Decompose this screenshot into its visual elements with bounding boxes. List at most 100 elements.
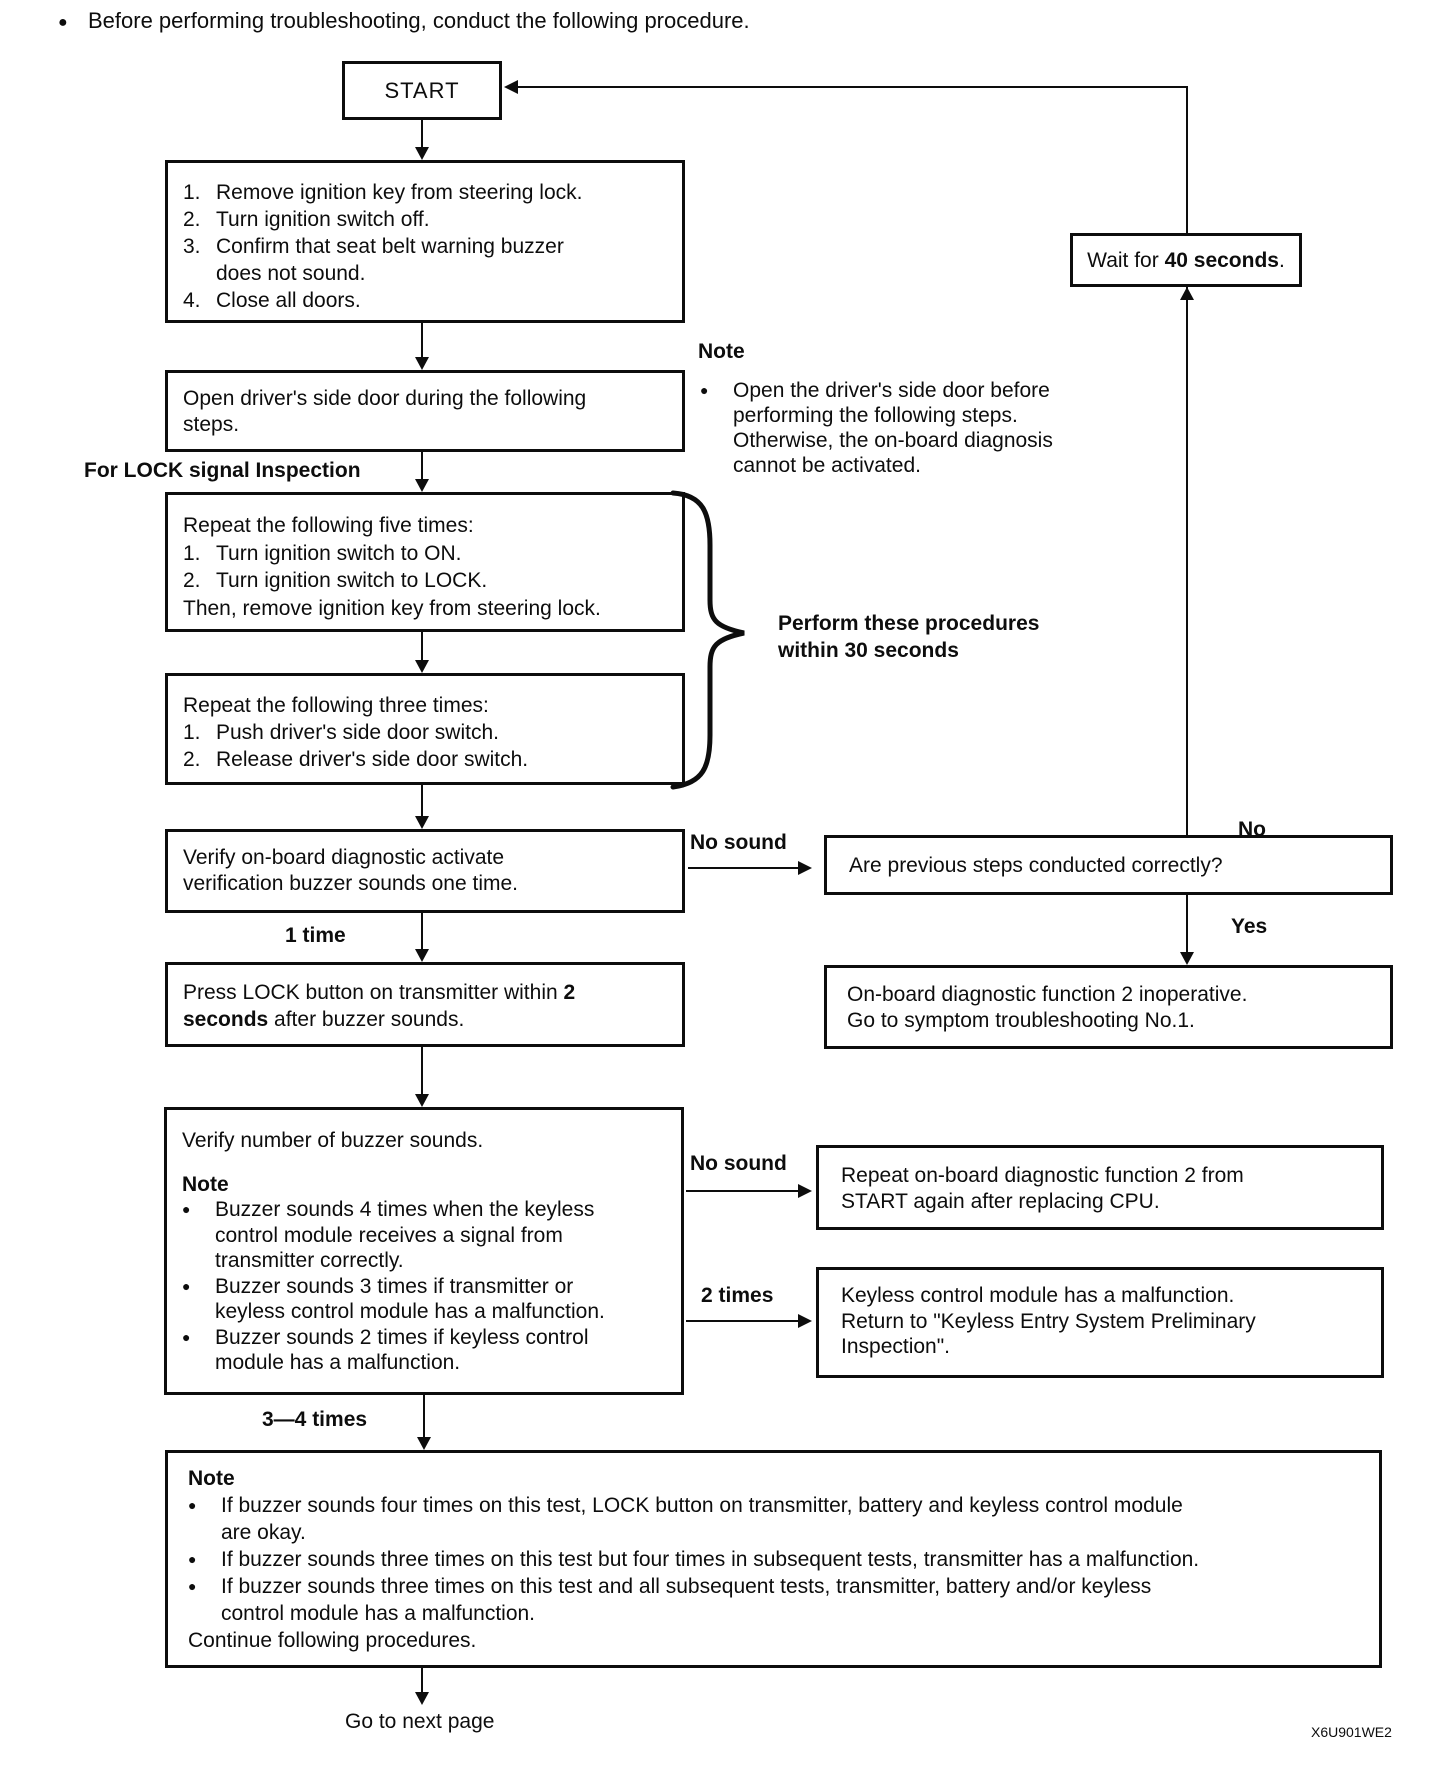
side-note: ● Open the driver's side door before per… [700, 378, 1053, 478]
buzzer-2-times-line: Buzzer sounds 2 times if keyless control [215, 1325, 589, 1349]
arrowhead-nosound2 [798, 1184, 812, 1198]
edge-note-to-next [421, 1668, 423, 1693]
two-times-label: 2 times [701, 1284, 774, 1307]
bullet-icon: ● [188, 1551, 197, 1567]
perform-30s-label-line2: within 30 seconds [778, 639, 959, 662]
arrowhead-into-wait [1180, 287, 1194, 300]
edge-nosound1 [688, 867, 798, 869]
bottom-note-footer: Continue following procedures. [188, 1629, 477, 1652]
press-lock-line2: after buzzer sounds. [268, 1008, 465, 1031]
buzzer-4-times-line: control module receives a signal from [215, 1223, 563, 1247]
onboard-inop-line2: Go to symptom troubleshooting No.1. [847, 1009, 1195, 1032]
step-text: Push driver's side door switch. [216, 721, 499, 744]
wait-40s-text: Wait for 40 seconds. [1087, 248, 1285, 272]
verify-buzzer-line2: verification buzzer sounds one time. [183, 872, 519, 895]
repeat3-title: Repeat the following three times: [183, 694, 489, 717]
arrowhead-into-count [415, 1094, 429, 1107]
are-previous-steps-box: Are previous steps conducted correctly? [824, 835, 1393, 895]
onboard-inoperative-box: On-board diagnostic function 2 inoperati… [824, 965, 1393, 1049]
arrowhead-into-press [415, 949, 429, 962]
repeat-five-times-box: Repeat the following five times: 1. Turn … [165, 492, 685, 632]
verify-count-title: Verify number of buzzer sounds. [182, 1129, 484, 1152]
side-note-line: cannot be activated. [733, 454, 921, 477]
edge-verify-to-press [421, 913, 423, 950]
buzzer-2-times-line: module has a malfunction. [215, 1351, 461, 1374]
step-text: Confirm that seat belt warning buzzer [216, 235, 564, 258]
arrowhead-nosound1 [798, 861, 812, 875]
keyless-malf-line3: Inspection". [841, 1335, 951, 1358]
wait-40s-box: Wait for 40 seconds. [1070, 233, 1302, 287]
are-previous-text: Are previous steps conducted correctly? [849, 853, 1223, 877]
step-text-continued: does not sound. [216, 262, 366, 285]
keyless-malf-line1: Keyless control module has a malfunction… [841, 1284, 1235, 1307]
step-number: 1. [183, 541, 201, 565]
step-number: 1. [183, 181, 201, 204]
brace-30-seconds [670, 490, 745, 790]
edge-opendoor-to-repeat5 [421, 452, 423, 481]
start-node: START [342, 61, 502, 120]
bullet-icon: ● [182, 1277, 191, 1294]
press-lock-bold-seconds: seconds [183, 1008, 269, 1031]
buzzer-4-times-line: transmitter correctly. [215, 1249, 404, 1272]
side-note-line: Open the driver's side door before [733, 379, 1050, 402]
edge-wait-to-start-h [517, 86, 1188, 88]
edge-repeat5-to-repeat3 [421, 632, 423, 661]
open-door-line2: steps. [183, 413, 240, 436]
repeat-three-times-box: Repeat the following three times: 1.Push… [165, 673, 685, 785]
step-number: 2. [183, 208, 201, 231]
perform-30s-label-line1: Perform these procedures [778, 612, 1040, 635]
step-number: 2. [183, 569, 201, 592]
arrowhead-into-prep [415, 147, 429, 160]
bullet-icon: ● [188, 1497, 197, 1513]
arrowhead-into-onboard [1180, 952, 1194, 965]
edge-nosound2 [686, 1190, 798, 1192]
bullet-icon: ● [700, 382, 709, 398]
press-lock-box: Press LOCK button on transmitter within … [165, 962, 685, 1047]
verify-buzzer-box: Verify on-board diagnostic activate veri… [165, 829, 685, 913]
side-note-title: Note [698, 340, 745, 363]
verify-buzzer-count-box: Verify number of buzzer sounds. Note ● B… [164, 1107, 684, 1395]
bullet-icon: ● [182, 1328, 191, 1345]
repeat-cpu-line2: START again after replacing CPU. [841, 1190, 1160, 1213]
buzzer-4-times-line: Buzzer sounds 4 times when the keyless [215, 1198, 595, 1221]
no-sound-label-1: No sound [690, 831, 787, 854]
lock-inspection-label: For LOCK signal Inspection [84, 459, 361, 482]
no-label: No [1238, 818, 1266, 841]
page-header: ●Before performing troubleshooting, cond… [58, 8, 750, 34]
onboard-inop-line1: On-board diagnostic function 2 inoperati… [847, 983, 1248, 1006]
step-text: Remove ignition key from steering lock. [216, 181, 583, 204]
repeat-cpu-line1: Repeat on-board diagnostic function 2 fr… [841, 1164, 1244, 1187]
procedure-note-box: Note ● If buzzer sounds four times on th… [165, 1450, 1382, 1668]
verify-count-note-title: Note [182, 1172, 229, 1196]
step-number: 3. [183, 235, 201, 258]
bottom-note-bullet1-line: are okay. [221, 1521, 306, 1544]
arrowhead-goto-next [415, 1692, 429, 1705]
edge-wait-to-start-v [1186, 86, 1188, 233]
goto-next-page-label: Go to next page [345, 1710, 495, 1733]
bottom-note-bullet3-line: control module has a malfunction. [221, 1602, 536, 1625]
step-text: Turn ignition switch off. [216, 208, 430, 231]
side-note-line: Otherwise, the on-board diagnosis [733, 429, 1053, 452]
open-door-line1: Open driver's side door during the follo… [183, 387, 587, 410]
step-text: Turn ignition switch to LOCK. [216, 569, 488, 592]
prep-steps-box: 1. Remove ignition key from steering lock… [165, 160, 685, 323]
repeat5-title: Repeat the following five times: [183, 514, 474, 537]
keyless-malfunction-box: Keyless control module has a malfunction… [816, 1267, 1384, 1378]
yes-label: Yes [1231, 915, 1268, 938]
edge-prep-to-opendoor [421, 323, 423, 358]
verify-buzzer-line1: Verify on-board diagnostic activate [183, 846, 505, 869]
open-door-box: Open driver's side door during the follo… [165, 370, 685, 452]
bullet-icon: ● [182, 1201, 191, 1217]
bottom-note-title: Note [188, 1467, 235, 1490]
edge-repeat3-to-verify [421, 785, 423, 817]
edge-start-to-prep [421, 120, 423, 148]
press-lock-line1: Press LOCK button on transmitter within [183, 981, 564, 1004]
bottom-note-bullet3-line: If buzzer sounds three times on this tes… [221, 1575, 1152, 1598]
bottom-note-bullet2-line: If buzzer sounds three times on this tes… [221, 1548, 1200, 1571]
step-text: Release driver's side door switch. [216, 748, 529, 771]
step-number: 2. [183, 748, 201, 771]
bullet-icon: ● [188, 1578, 197, 1594]
side-note-line: performing the following steps. [733, 404, 1018, 427]
start-label: START [384, 78, 460, 103]
